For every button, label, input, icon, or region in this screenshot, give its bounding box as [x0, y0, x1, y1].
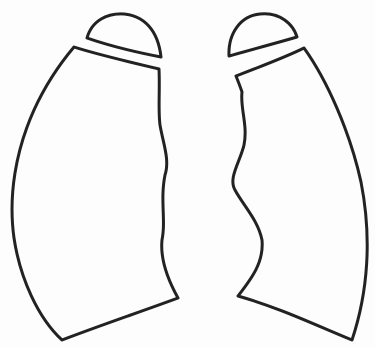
left-lung-body: [12, 47, 178, 340]
right-lung-apex-cap: [229, 14, 297, 56]
right-lung: [229, 14, 367, 340]
left-lung: [12, 14, 178, 340]
left-lung-apex-cap: [87, 14, 161, 57]
right-lung-body: [233, 48, 367, 340]
